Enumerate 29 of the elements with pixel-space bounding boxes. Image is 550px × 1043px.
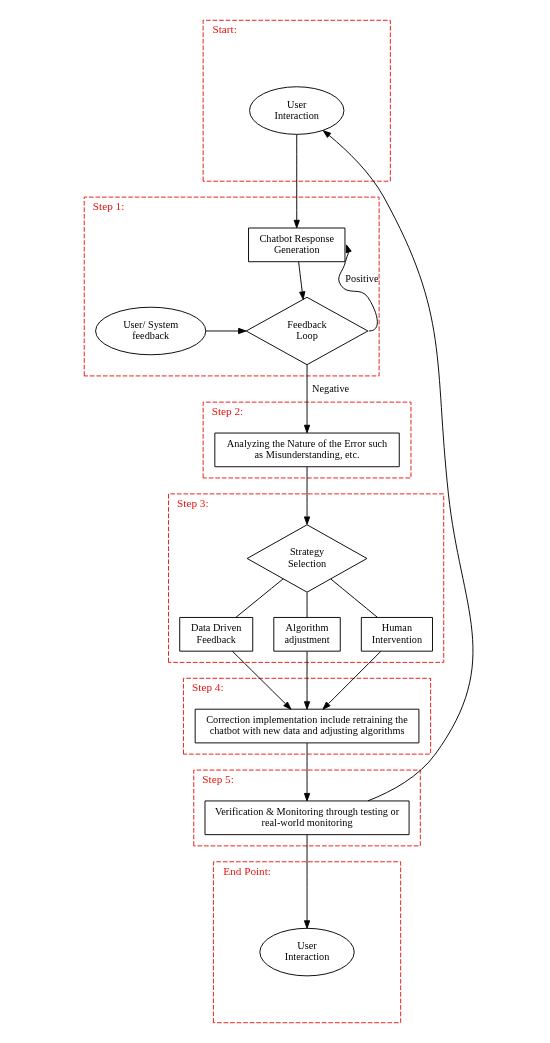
arrow (322, 650, 382, 710)
node-diamond: Feedback Loop (245, 296, 369, 366)
node-box: Human Intervention (360, 617, 433, 652)
arrow (303, 466, 311, 525)
arrow (338, 244, 378, 332)
connector (330, 578, 378, 618)
node-ellipse: User/ System feedback (95, 306, 207, 356)
arrow (232, 650, 292, 710)
node-diamond: Strategy Selection (246, 524, 368, 593)
arrow (303, 364, 311, 434)
arrow (303, 742, 311, 802)
node-box: Chatbot Response Generation (248, 227, 346, 263)
node-box: Correction implementation include retraining the chatbot with new data and adjusting algorithms (194, 708, 420, 744)
node-ellipse: User Interaction (249, 86, 345, 135)
node-box: Data Driven Feedback (179, 617, 254, 652)
arrow (322, 130, 474, 802)
arrow (293, 134, 300, 229)
arrow (205, 327, 247, 335)
arrow (303, 650, 311, 710)
connector (235, 578, 284, 618)
edge-label: Negative (312, 382, 350, 394)
edge-label: Positive (345, 273, 379, 285)
node-box: Analyzing the Nature of the Error such as Misunderstanding, etc. (214, 432, 400, 468)
node-ellipse: User Interaction (259, 927, 355, 977)
node-box: Algorithm adjustment (273, 617, 341, 652)
arrow (303, 834, 311, 929)
connector (306, 592, 308, 618)
node-box: Verification & Monitoring through testing or real-world monitoring (204, 800, 410, 836)
arrow (298, 261, 306, 300)
